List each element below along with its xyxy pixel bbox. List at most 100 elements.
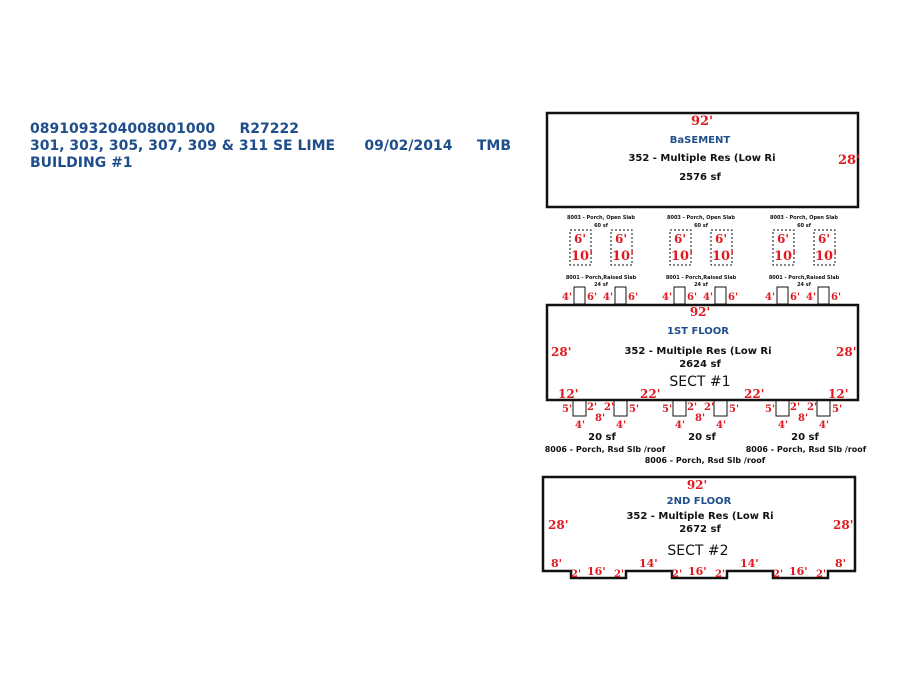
- second-floor-section: SECT #2: [667, 543, 728, 559]
- sketch-date: 09/02/2014: [364, 138, 453, 154]
- second-floor-dim-2: 2': [571, 569, 581, 580]
- open-slab-area: 60 sf: [594, 223, 609, 229]
- raised-slab-label: 8001 - Porch,Raised Slab: [566, 275, 637, 281]
- basement-outline: [545, 111, 860, 209]
- basement-title: BaSEMENT: [670, 135, 731, 146]
- first-floor-width: 92': [690, 305, 710, 319]
- raised-slab-label: 8001 - Porch,Raised Slab: [666, 275, 737, 281]
- first-floor-dim-22-left: 22': [640, 387, 660, 401]
- roof-porch-label: 8006 - Porch, Rsd Slb /roof: [746, 445, 867, 454]
- roof-porch: [775, 399, 790, 417]
- second-floor-dim-8-left: 8': [551, 557, 562, 570]
- roof-porch: [572, 399, 587, 417]
- open-slab-length: 10': [815, 249, 837, 264]
- roof-porch: [613, 399, 628, 417]
- account-number: R27222: [239, 121, 299, 137]
- first-floor-use: 352 - Multiple Res (Low Ri: [624, 346, 771, 357]
- second-floor-dim-16: 16': [789, 565, 808, 578]
- raised-slab-dim-a: 4': [562, 292, 572, 303]
- raised-slab-dim-a: 4': [603, 292, 613, 303]
- header-line-2: 301, 303, 305, 307, 309 & 311 SE LIME 09…: [30, 138, 511, 154]
- raised-slab-dim-b: 6': [790, 292, 800, 303]
- roof-porch-dim-2: 2': [704, 402, 714, 413]
- second-floor-dim-2: 2': [672, 569, 682, 580]
- first-floor-depth-right: 28': [836, 345, 856, 359]
- first-floor-depth-left: 28': [551, 345, 571, 359]
- open-slab-area: 60 sf: [797, 223, 812, 229]
- roof-porch-dim-5: 5': [765, 404, 775, 415]
- second-floor-dim-16: 16': [688, 565, 707, 578]
- address: 301, 303, 305, 307, 309 & 311 SE LIME: [30, 138, 336, 154]
- raised-slab-dim-b: 6': [687, 292, 697, 303]
- raised-slab-area: 24 sf: [694, 282, 709, 288]
- roof-porch-dim-4: 4': [616, 420, 626, 431]
- roof-porch-dim-4: 4': [819, 420, 829, 431]
- second-floor-dim-16: 16': [587, 565, 606, 578]
- open-slab-width: 6': [674, 232, 686, 246]
- raised-slab-porch: [714, 286, 727, 305]
- second-floor-dim-2: 2': [715, 569, 725, 580]
- roof-porch-dim-5: 5': [629, 404, 639, 415]
- raised-slab-porch: [776, 286, 789, 305]
- first-floor-outline: [545, 303, 860, 402]
- roof-porch-dim-4: 4': [716, 420, 726, 431]
- roof-porch: [713, 399, 728, 417]
- open-slab-label: 8003 - Porch, Open Slab: [770, 215, 838, 221]
- raised-slab-dim-a: 4': [806, 292, 816, 303]
- second-floor-dim-14-left: 14': [639, 557, 658, 570]
- first-floor-dim-22-right: 22': [744, 387, 764, 401]
- second-floor-width: 92': [687, 478, 707, 492]
- open-slab-length: 10': [671, 249, 693, 264]
- raised-slab-area: 24 sf: [797, 282, 812, 288]
- roof-porch-dim-2: 2': [807, 402, 817, 413]
- building-label: BUILDING #1: [30, 155, 133, 171]
- roof-porch: [816, 399, 831, 417]
- roof-porch-dim-8: 8': [595, 413, 605, 424]
- basement-width: 92': [691, 114, 713, 129]
- open-slab-width: 6': [715, 232, 727, 246]
- open-slab-length: 10': [774, 249, 796, 264]
- roof-porch-area: 20 sf: [588, 432, 616, 443]
- raised-slab-dim-a: 4': [765, 292, 775, 303]
- open-slab-width: 6': [818, 232, 830, 246]
- roof-porch-dim-2: 2': [790, 402, 800, 413]
- raised-slab-porch: [573, 286, 586, 305]
- roof-porch-dim-5: 5': [662, 404, 672, 415]
- raised-slab-porch: [614, 286, 627, 305]
- first-floor-dim-12-left: 12': [558, 387, 578, 401]
- roof-porch-dim-4: 4': [575, 420, 585, 431]
- open-slab-width: 6': [615, 232, 627, 246]
- open-slab-label: 8003 - Porch, Open Slab: [567, 215, 635, 221]
- initials: TMB: [476, 138, 512, 154]
- second-floor-title: 2ND FLOOR: [667, 496, 732, 507]
- second-floor-dim-14-right: 14': [740, 557, 759, 570]
- raised-slab-area: 24 sf: [594, 282, 609, 288]
- second-floor-dim-2: 2': [614, 569, 624, 580]
- second-floor-use: 352 - Multiple Res (Low Ri: [626, 511, 773, 522]
- roof-porch-area: 20 sf: [688, 432, 716, 443]
- roof-porch-dim-5: 5': [832, 404, 842, 415]
- basement-use: 352 - Multiple Res (Low Ri: [628, 153, 775, 164]
- roof-porch-dim-2: 2': [604, 402, 614, 413]
- raised-slab-dim-a: 4': [662, 292, 672, 303]
- roof-porch-dim-2: 2': [587, 402, 597, 413]
- roof-porch-dim-5: 5': [562, 404, 572, 415]
- open-slab-length: 10': [571, 249, 593, 264]
- second-floor-dim-8-right: 8': [835, 557, 846, 570]
- second-floor-area: 2672 sf: [679, 524, 721, 535]
- first-floor-title: 1ST FLOOR: [667, 326, 729, 337]
- roof-porch-dim-4: 4': [778, 420, 788, 431]
- raised-slab-dim-a: 4': [703, 292, 713, 303]
- second-floor: 92' 2ND FLOOR 352 - Multiple Res (Low Ri…: [541, 475, 857, 580]
- roof-porch-label: 8006 - Porch, Rsd Slb /roof: [545, 445, 666, 454]
- roof-porch-area: 20 sf: [791, 432, 819, 443]
- second-floor-depth-left: 28': [548, 518, 568, 532]
- open-slab-length: 10': [612, 249, 634, 264]
- roof-porch-dim-5: 5': [729, 404, 739, 415]
- roof-porch-dim-2: 2': [687, 402, 697, 413]
- raised-slab-dim-b: 6': [728, 292, 738, 303]
- second-floor-depth-right: 28': [833, 518, 853, 532]
- raised-slab-porch: [817, 286, 830, 305]
- raised-slab-label: 8001 - Porch,Raised Slab: [769, 275, 840, 281]
